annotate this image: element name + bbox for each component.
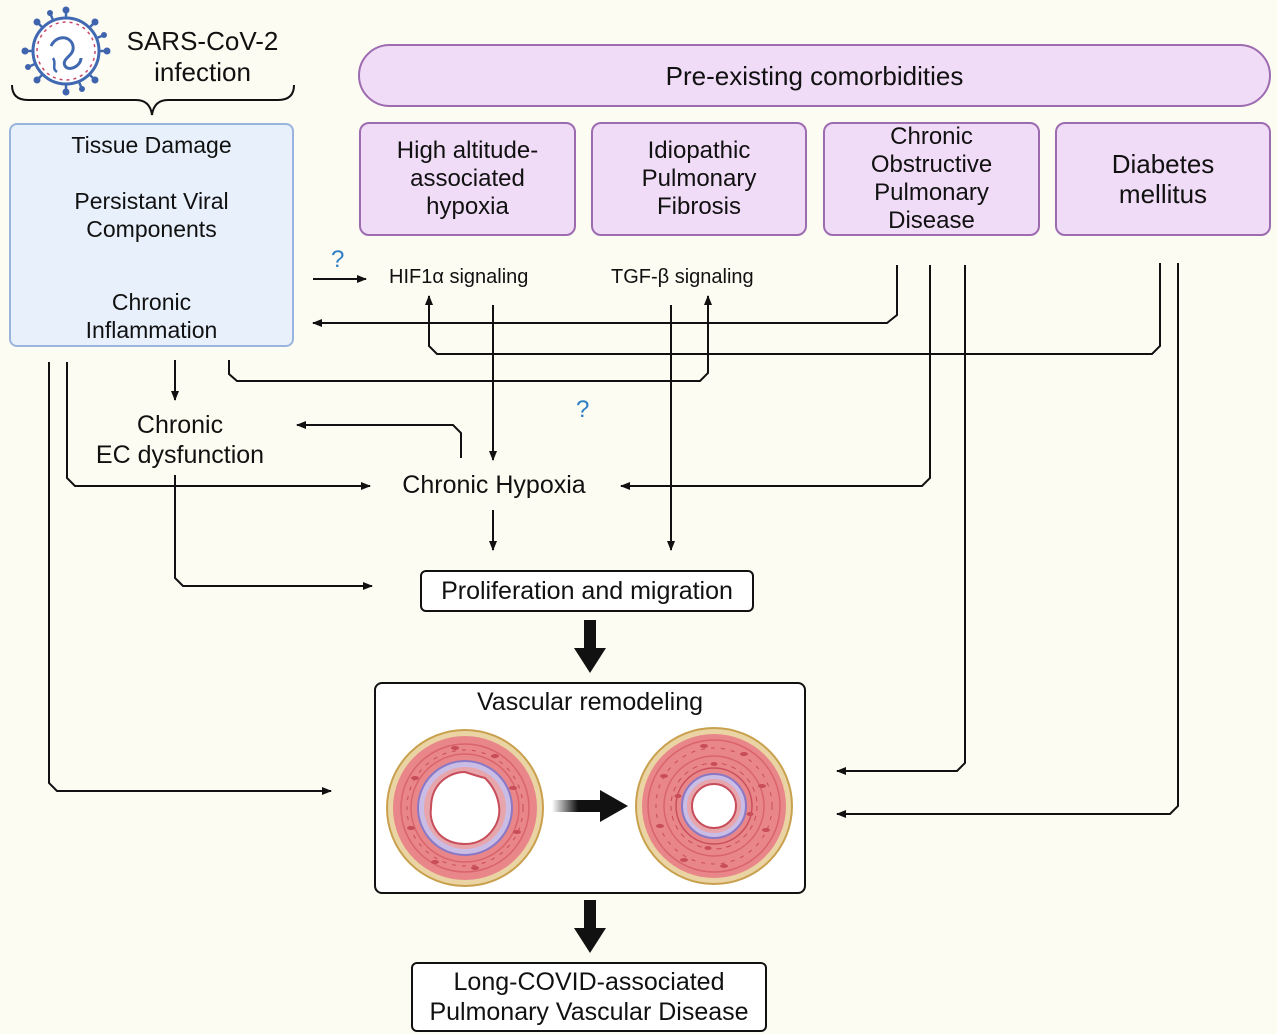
- comorbidity-line: High altitude-: [396, 137, 539, 164]
- comorbidity-line: Obstructive: [870, 151, 993, 178]
- comorbidities-header: Pre-existing comorbidities: [358, 44, 1271, 107]
- ec-line2: EC dysfunction: [95, 441, 265, 469]
- thick-arrow-remodeling-to-outcome: [574, 900, 606, 953]
- question-mark-hif: ?: [331, 246, 345, 273]
- comorbidity-high-altitude-hypoxia: High altitude- associated hypoxia: [359, 122, 576, 236]
- chronic-inflammation-line1: Chronic: [111, 289, 192, 315]
- arrow-tissue-to-tgf: [228, 295, 712, 382]
- arrow-tissue-to-hypoxia: [66, 362, 371, 490]
- tgf-beta-signaling-label: TGF-β signaling: [611, 266, 754, 288]
- virus-label-line1: SARS-CoV-2: [126, 26, 279, 56]
- arrow-diabetes-to-hif: [425, 263, 1161, 355]
- comorbidities-header-label: Pre-existing comorbidities: [665, 60, 964, 91]
- ec-line1: Chronic: [136, 411, 224, 439]
- chronic-inflammation-line2: Inflammation: [85, 317, 218, 343]
- arrow-ec-to-prolif: [174, 475, 373, 590]
- comorbidity-diabetes-mellitus: Diabetes mellitus: [1055, 122, 1271, 236]
- comorbidity-line: Disease: [888, 207, 975, 234]
- comorbidity-copd: Chronic Obstructive Pulmonary Disease: [823, 122, 1040, 236]
- comorbidity-line: associated: [410, 165, 525, 192]
- comorbidity-line: hypoxia: [426, 193, 509, 220]
- proliferation-migration-box: Proliferation and migration: [420, 570, 754, 612]
- viral-components-label: Persistant Viral Components: [11, 187, 292, 243]
- comorbidity-line: Fibrosis: [656, 193, 741, 220]
- thick-arrow-prolif-to-remodeling: [574, 620, 606, 673]
- question-mark-hypoxia: ?: [576, 396, 590, 423]
- outcome-line2: Pulmonary Vascular Disease: [429, 998, 749, 1026]
- comorbidity-line: Diabetes: [1111, 149, 1215, 179]
- arrow-hypoxia-to-ec: [296, 421, 462, 458]
- long-covid-outcome-box: Long-COVID-associated Pulmonary Vascular…: [411, 962, 767, 1032]
- comorbidity-line: Pulmonary: [874, 179, 989, 206]
- vessel-normal-illustration: [386, 729, 544, 887]
- comorbidity-line: Idiopathic: [647, 137, 751, 164]
- tissue-damage-box: Tissue Damage Persistant Viral Component…: [9, 123, 294, 347]
- chronic-ec-dysfunction-label: Chronic EC dysfunction: [80, 410, 280, 470]
- virus-icon: [21, 6, 111, 96]
- vascular-remodeling-label: Vascular remodeling: [476, 688, 704, 716]
- arrow-copd-to-hypoxia: [620, 265, 931, 490]
- arrow-tissue-to-remodeling: [48, 362, 332, 795]
- arrow-diabetes-to-remodeling: [836, 263, 1179, 818]
- arrow-copd-to-tissue: [312, 265, 898, 327]
- proliferation-migration-label: Proliferation and migration: [441, 577, 733, 605]
- chronic-hypoxia-label: Chronic Hypoxia: [402, 471, 586, 499]
- arrow-copd-to-remodeling: [836, 265, 966, 775]
- comorbidity-line: Chronic: [890, 123, 973, 150]
- outcome-line1: Long-COVID-associated: [453, 968, 725, 996]
- vessel-remodeled-illustration: [635, 727, 793, 885]
- tissue-damage-label: Tissue Damage: [71, 132, 232, 158]
- viral-components-line2: Components: [86, 216, 217, 242]
- virus-label-line2: infection: [154, 57, 251, 87]
- comorbidity-line: Pulmonary: [641, 165, 757, 192]
- brace: [11, 84, 295, 116]
- comorbidity-line: mellitus: [1118, 179, 1208, 209]
- remodeling-transition-arrow: [552, 790, 628, 822]
- viral-components-line1: Persistant Viral: [74, 188, 229, 214]
- virus-label: SARS-CoV-2 infection: [115, 26, 290, 88]
- chronic-inflammation-label: Chronic Inflammation: [11, 288, 292, 344]
- hif1a-signaling-label: HIF1α signaling: [389, 266, 529, 288]
- comorbidity-idiopathic-pulmonary-fibrosis: Idiopathic Pulmonary Fibrosis: [591, 122, 807, 236]
